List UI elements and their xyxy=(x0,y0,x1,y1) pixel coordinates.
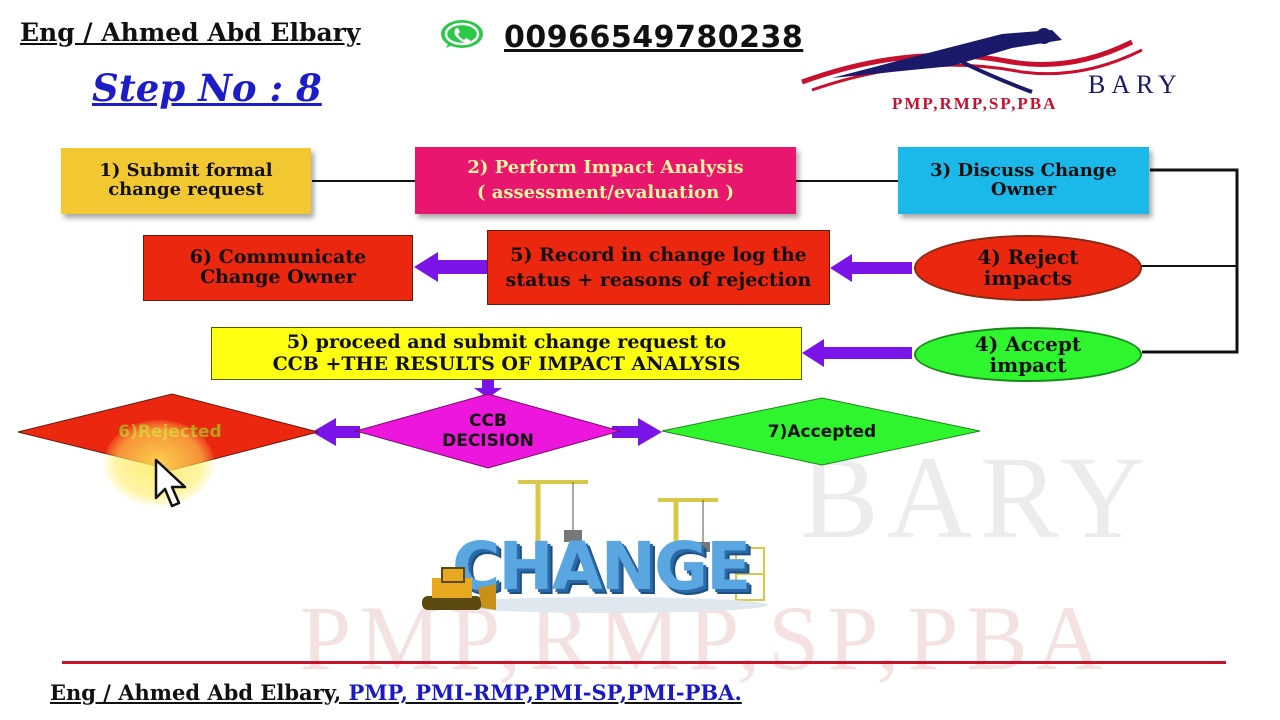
whatsapp-icon xyxy=(440,18,484,52)
record-change-log-box: 5) Record in change log the status + rea… xyxy=(487,230,830,305)
ccb-decision-diamond xyxy=(354,393,622,469)
change-illustration: CHANGE xyxy=(418,470,778,620)
arrow-accept-to-proceed xyxy=(802,339,912,367)
communicate-change-owner-label: 6) Communicate Change Owner xyxy=(189,246,367,288)
accepted-label: 7)Accepted xyxy=(767,422,877,442)
accept-impact-oval: 4) Accept impact xyxy=(914,327,1142,382)
footer-text: Eng / Ahmed Abd Elbary, PMP, PMI-RMP,PMI… xyxy=(50,680,742,705)
communicate-change-owner-box: 6) Communicate Change Owner xyxy=(143,235,413,301)
record-change-log-label: 5) Record in change log the status + rea… xyxy=(505,243,812,291)
ccb-decision-line1: CCB xyxy=(469,411,507,431)
submit-change-request-box: 1) Submit formal change request xyxy=(61,148,311,214)
proceed-to-ccb-label: 5) proceed and submit change request to xyxy=(286,330,727,353)
impact-analysis-box: 2) Perform Impact Analysis ( assessment/… xyxy=(415,147,796,214)
reject-impacts-oval: 4) Reject impacts xyxy=(914,235,1142,301)
ccb-decision-label: CCB DECISION xyxy=(418,411,558,452)
logo-credentials: PMP,RMP,SP,PBA xyxy=(892,94,1058,113)
author-name: Eng / Ahmed Abd Elbary xyxy=(20,18,361,47)
arrow-proceed-to-ccb xyxy=(474,380,502,398)
bulldozer-icon xyxy=(422,567,496,610)
proceed-to-ccb-box: 5) proceed and submit change request to … xyxy=(211,327,802,380)
impact-analysis-label: 2) Perform Impact Analysis xyxy=(467,156,744,178)
accept-impact-label: 4) Accept impact xyxy=(974,331,1082,377)
phone-number: 00966549780238 xyxy=(504,20,804,55)
accepted-diamond xyxy=(661,397,981,466)
footer-name: Eng / Ahmed Abd Elbary, xyxy=(50,680,342,705)
discuss-change-owner-box: 3) Discuss Change Owner xyxy=(898,147,1149,214)
reject-impacts-label: 4) Reject impacts xyxy=(977,245,1079,290)
mouse-cursor-icon xyxy=(154,458,194,514)
footer-credentials: PMP, PMI-RMP,PMI-SP,PMI-PBA. xyxy=(341,680,742,705)
submit-change-request-label: 1) Submit formal change request xyxy=(99,160,273,200)
arrow-reject-to-record xyxy=(830,254,912,282)
footer-divider xyxy=(62,661,1226,664)
arrow-record-to-communicate xyxy=(414,252,487,282)
arrow-ccb-to-accepted xyxy=(612,418,662,446)
ccb-decision-line2: DECISION xyxy=(442,431,534,452)
logo-brand: BARY xyxy=(1088,70,1183,99)
step-title: Step No : 8 xyxy=(92,66,322,110)
change-word: CHANGE xyxy=(452,528,751,605)
arrow-ccb-to-rejected xyxy=(312,418,360,446)
impact-analysis-sublabel: ( assessment/evaluation ) xyxy=(476,181,735,203)
proceed-to-ccb-sublabel: CCB +THE RESULTS OF IMPACT ANALYSIS xyxy=(272,352,741,375)
bary-logo: BARY PMP,RMP,SP,PBA xyxy=(792,22,1242,113)
discuss-change-owner-label: 3) Discuss Change Owner xyxy=(930,159,1117,200)
